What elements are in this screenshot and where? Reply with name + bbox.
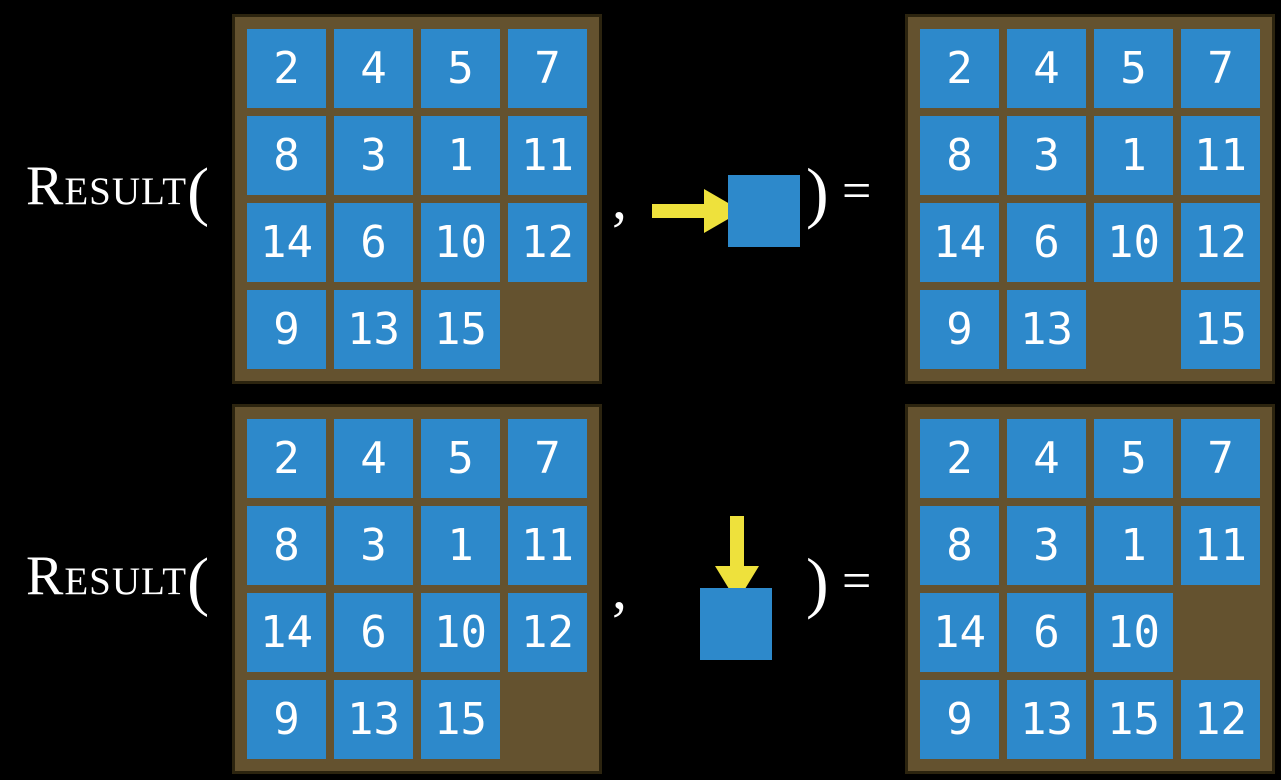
tile-4: 4 <box>1007 29 1086 108</box>
action-tile-icon <box>728 175 800 247</box>
tile-11: 11 <box>508 116 587 195</box>
tile-2: 2 <box>920 419 999 498</box>
tile-6: 6 <box>1007 593 1086 672</box>
result-function-name: Result <box>26 155 188 217</box>
empty-cell <box>508 680 587 759</box>
equals-sign: = <box>842 553 872 610</box>
tile-15: 15 <box>421 290 500 369</box>
tile-10: 10 <box>1094 593 1173 672</box>
tile-4: 4 <box>334 29 413 108</box>
tile-9: 9 <box>247 290 326 369</box>
empty-cell <box>1094 290 1173 369</box>
tile-8: 8 <box>920 506 999 585</box>
tile-9: 9 <box>920 290 999 369</box>
tile-5: 5 <box>421 419 500 498</box>
comma: , <box>612 555 627 621</box>
tile-12: 12 <box>1181 203 1260 282</box>
tile-2: 2 <box>920 29 999 108</box>
tile-6: 6 <box>334 593 413 672</box>
tile-14: 14 <box>247 203 326 282</box>
tile-12: 12 <box>1181 680 1260 759</box>
tile-7: 7 <box>508 419 587 498</box>
empty-cell <box>1181 593 1260 672</box>
down-arrow-icon <box>715 516 759 602</box>
tile-15: 15 <box>1181 290 1260 369</box>
tile-9: 9 <box>247 680 326 759</box>
tile-14: 14 <box>247 593 326 672</box>
result-function-label: Result( <box>26 548 209 615</box>
tile-3: 3 <box>334 116 413 195</box>
tile-13: 13 <box>334 680 413 759</box>
tile-3: 3 <box>334 506 413 585</box>
result-function-name: Result <box>26 545 188 607</box>
tile-5: 5 <box>1094 29 1173 108</box>
tile-15: 15 <box>421 680 500 759</box>
tile-13: 13 <box>1007 290 1086 369</box>
open-paren: ( <box>187 545 210 618</box>
right-arrow-icon <box>652 189 742 233</box>
tile-10: 10 <box>1094 203 1173 282</box>
tile-2: 2 <box>247 29 326 108</box>
tile-6: 6 <box>1007 203 1086 282</box>
tile-11: 11 <box>508 506 587 585</box>
tile-12: 12 <box>508 593 587 672</box>
tile-1: 1 <box>421 116 500 195</box>
tile-10: 10 <box>421 203 500 282</box>
tile-4: 4 <box>334 419 413 498</box>
tile-14: 14 <box>920 593 999 672</box>
tile-9: 9 <box>920 680 999 759</box>
equals-sign: = <box>842 163 872 220</box>
tile-7: 7 <box>1181 29 1260 108</box>
tile-7: 7 <box>1181 419 1260 498</box>
tile-11: 11 <box>1181 506 1260 585</box>
tile-4: 4 <box>1007 419 1086 498</box>
tile-8: 8 <box>920 116 999 195</box>
tile-1: 1 <box>421 506 500 585</box>
tile-8: 8 <box>247 506 326 585</box>
result-function-label: Result( <box>26 158 209 225</box>
tile-3: 3 <box>1007 116 1086 195</box>
tile-10: 10 <box>421 593 500 672</box>
close-paren: ) <box>806 544 829 620</box>
tile-7: 7 <box>508 29 587 108</box>
tile-6: 6 <box>334 203 413 282</box>
empty-cell <box>508 290 587 369</box>
tile-11: 11 <box>1181 116 1260 195</box>
tile-1: 1 <box>1094 116 1173 195</box>
tile-3: 3 <box>1007 506 1086 585</box>
open-paren: ( <box>187 155 210 228</box>
tile-8: 8 <box>247 116 326 195</box>
tile-15: 15 <box>1094 680 1173 759</box>
close-paren: ) <box>806 154 829 230</box>
tile-13: 13 <box>334 290 413 369</box>
tile-12: 12 <box>508 203 587 282</box>
tile-1: 1 <box>1094 506 1173 585</box>
comma: , <box>612 165 627 231</box>
tile-14: 14 <box>920 203 999 282</box>
tile-5: 5 <box>421 29 500 108</box>
action-tile-icon <box>700 588 772 660</box>
tile-13: 13 <box>1007 680 1086 759</box>
tile-2: 2 <box>247 419 326 498</box>
tile-5: 5 <box>1094 419 1173 498</box>
